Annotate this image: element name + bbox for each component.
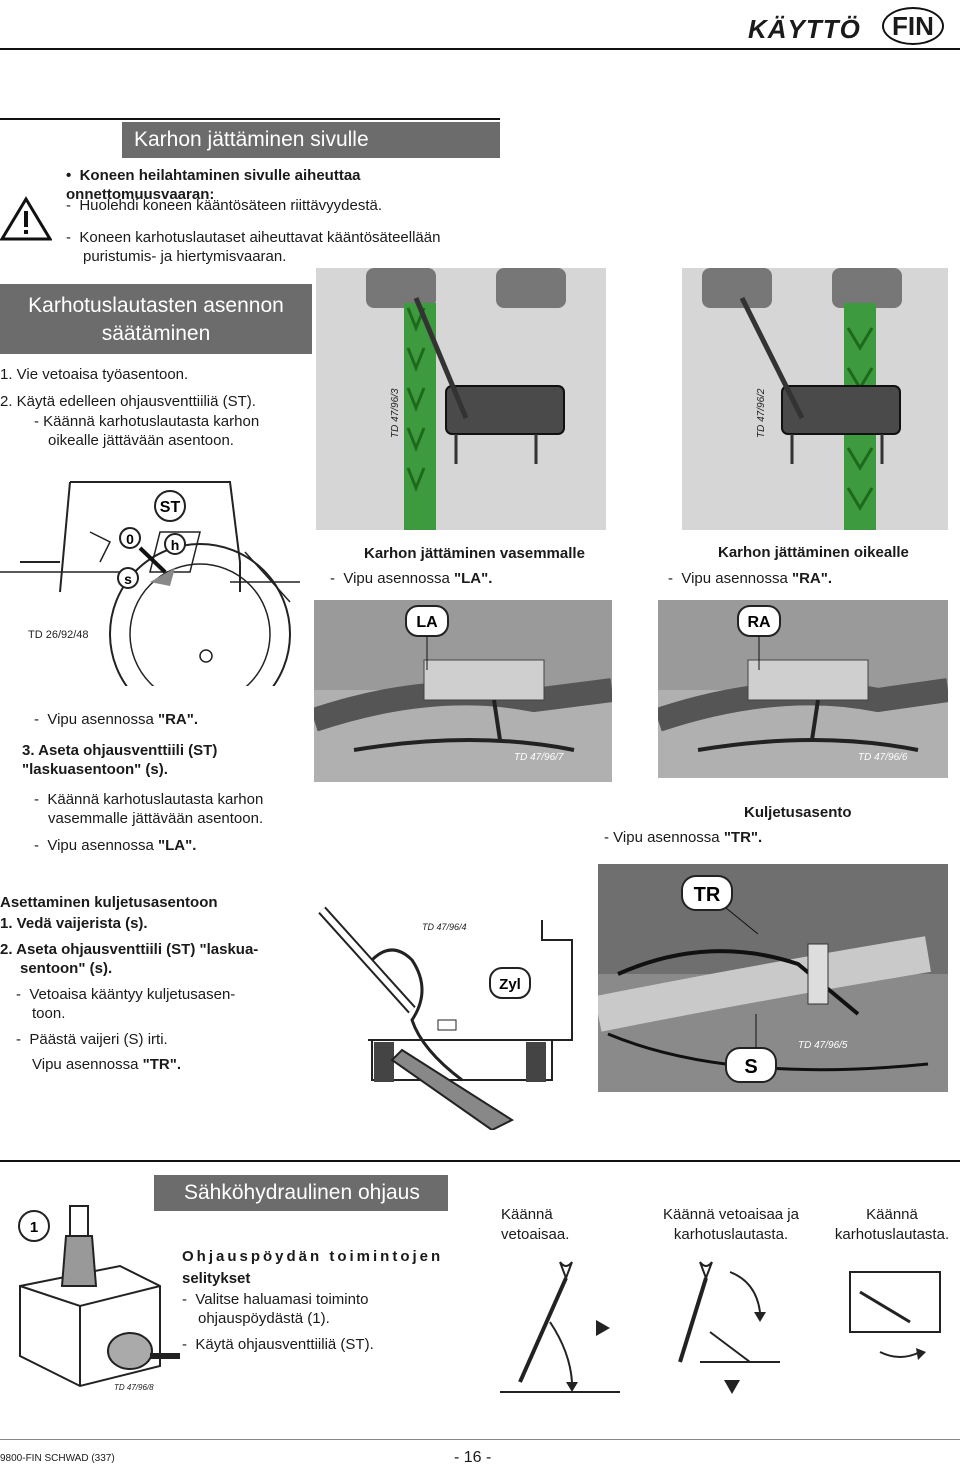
photo-label-tr: TR xyxy=(694,884,721,906)
photo-label-ra: RA xyxy=(747,614,771,631)
rotate-rake-icon xyxy=(849,1271,941,1360)
header-rule xyxy=(0,48,960,50)
transport-photo: TR S TD 47/96/5 xyxy=(598,864,948,1092)
left-windrow-caption: Karhon jättäminen vasemmalle xyxy=(364,545,585,562)
electrohydraulic-title-bar: Sähköhydraulinen ohjaus xyxy=(154,1175,448,1211)
language-badge: FIN xyxy=(882,7,944,45)
step-2: 2. Käytä edelleen ohjausventtiiliä (ST). xyxy=(0,393,256,410)
step-3-dash-1-cont: vasemmalle jättävään asentoon. xyxy=(48,810,264,827)
page-header-title: KÄYTTÖ xyxy=(748,14,861,44)
mid-lever-position: - Vipu asennossa "RA". xyxy=(34,711,199,728)
rotate-drawbar-and-rake-icon xyxy=(678,1261,780,1394)
fig-code: TD 47/96/2 xyxy=(756,388,767,438)
step-3-cont: "laskuasentoon" (s). xyxy=(22,761,168,778)
bullet-dot: • xyxy=(66,167,80,184)
fig2-caption-line-2: karhotuslautasta. xyxy=(673,1226,789,1243)
warning-icon xyxy=(0,196,52,241)
section-rule xyxy=(0,118,500,120)
tractor-label-s: s xyxy=(124,571,132,587)
fig3-caption-line-1: Käännä xyxy=(866,1206,918,1223)
fig1-caption-line-2: vetoaisaa. xyxy=(501,1226,570,1243)
footer-page-number: - 16 - xyxy=(454,1449,492,1466)
right-windrow-caption: Karhon jättäminen oikealle xyxy=(718,544,909,561)
warning-dash-2: - Koneen karhotuslautaset aiheuttavat kä… xyxy=(66,229,441,246)
photo-label-s: S xyxy=(744,1056,757,1078)
tractor-label-zero: 0 xyxy=(126,531,134,547)
fig2-caption-line-1: Käännä vetoaisaa ja xyxy=(663,1206,799,1223)
step-2-dash-cont: oikealle jättävään asentoon. xyxy=(48,432,234,449)
console-dash-1-cont: ohjauspöydästä (1). xyxy=(198,1310,330,1327)
transport-dash-1: - Vetoaisa kääntyy kuljetusasen- xyxy=(16,986,236,1003)
console-dash-1: - Valitse haluamasi toiminto xyxy=(182,1291,369,1308)
section-4-rule xyxy=(0,1160,960,1162)
tractor-cab-drawing: ST 0 h s TD 26/92/48 xyxy=(0,481,300,686)
control-console-drawing: 1 TD 47/96/8 xyxy=(18,1205,180,1392)
windrow-right-diagram: TD 47/96/2 xyxy=(682,268,948,530)
transport-dash-1-cont: toon. xyxy=(32,1005,66,1022)
console-dash-2: - Käytä ohjausventtiiliä (ST). xyxy=(182,1336,374,1353)
fig-code: TD 47/96/3 xyxy=(390,388,401,438)
left-lever-position: - Vipu asennossa "LA". xyxy=(330,570,493,587)
transport-step-1: 1. Vedä vaijerista (s). xyxy=(0,915,148,932)
warning-dash-1: - Huolehdi koneen kääntösäteen riittävyy… xyxy=(66,197,383,214)
transport-step-2: 2. Aseta ohjausventtiili (ST) "laskua- xyxy=(0,941,259,958)
photo-label-la: LA xyxy=(416,614,438,631)
subsection-title-line-2: säätäminen xyxy=(101,322,211,345)
fig1-caption-line-1: Käännä xyxy=(501,1206,553,1223)
footer-doc-code: 9800-FIN SCHWAD (337) xyxy=(0,1453,115,1464)
step-1: 1. Vie vetoaisa työasentoon. xyxy=(0,366,189,383)
transport-lever-position-final: Vipu asennossa "TR". xyxy=(32,1056,182,1073)
windrow-left-diagram: TD 47/96/3 xyxy=(316,268,606,530)
fig3-caption-line-2: karhotuslautasta. xyxy=(834,1226,950,1243)
rotate-drawbar-icon xyxy=(500,1261,620,1393)
transport-caption: Kuljetusasento xyxy=(744,804,852,821)
subsection-title-line-1: Karhotuslautasten asennon xyxy=(28,294,284,317)
subsection-title-bar: Karhotuslautasten asennon säätäminen xyxy=(0,284,312,354)
step-3-dash-1: - Käännä karhotuslautasta karhon xyxy=(34,791,264,808)
tractor-code: TD 26/92/48 xyxy=(28,629,89,641)
transport-dash-2: - Päästä vaijeri (S) irti. xyxy=(16,1031,168,1048)
console-number: 1 xyxy=(30,1219,38,1236)
cylinder-diagram: TD 47/96/4 Zyl xyxy=(318,906,573,1130)
tractor-label-h: h xyxy=(171,537,180,553)
console-subtitle-cont: selitykset xyxy=(182,1270,251,1287)
cylinder-label: Zyl xyxy=(499,976,521,993)
footer-rule xyxy=(0,1439,960,1440)
photo-code-tr: TD 47/96/5 xyxy=(798,1040,848,1051)
warning-dash-2-cont: puristumis- ja hiertymisvaaran. xyxy=(83,248,287,265)
console-code: TD 47/96/8 xyxy=(114,1383,154,1392)
right-lever-position: - Vipu asennossa "RA". xyxy=(668,570,833,587)
lever-la-photo: LA TD 47/96/7 xyxy=(314,600,612,782)
transport-lever-position: - Vipu asennossa "TR". xyxy=(604,829,763,846)
step-3-dash-2: - Vipu asennossa "LA". xyxy=(34,837,197,854)
console-subtitle: Ohjauspöydän toimintojen xyxy=(182,1248,444,1265)
transport-section-title: Asettaminen kuljetusasentoon xyxy=(0,894,218,911)
cylinder-diagram-code: TD 47/96/4 xyxy=(422,922,467,932)
lever-ra-photo: RA TD 47/96/6 xyxy=(658,600,948,778)
section-title-bar: Karhon jättäminen sivulle xyxy=(122,122,500,158)
step-3: 3. Aseta ohjausventtiili (ST) xyxy=(22,742,218,759)
tractor-label-st: ST xyxy=(160,499,181,516)
step-2-dash: - Käännä karhotuslautasta karhon xyxy=(34,413,260,430)
photo-code-ra: TD 47/96/6 xyxy=(858,752,908,763)
warning-bullet: • Koneen heilahtaminen sivulle aiheuttaa… xyxy=(66,167,361,203)
photo-code-la: TD 47/96/7 xyxy=(514,752,564,763)
transport-step-2-cont: sentoon" (s). xyxy=(20,960,113,977)
